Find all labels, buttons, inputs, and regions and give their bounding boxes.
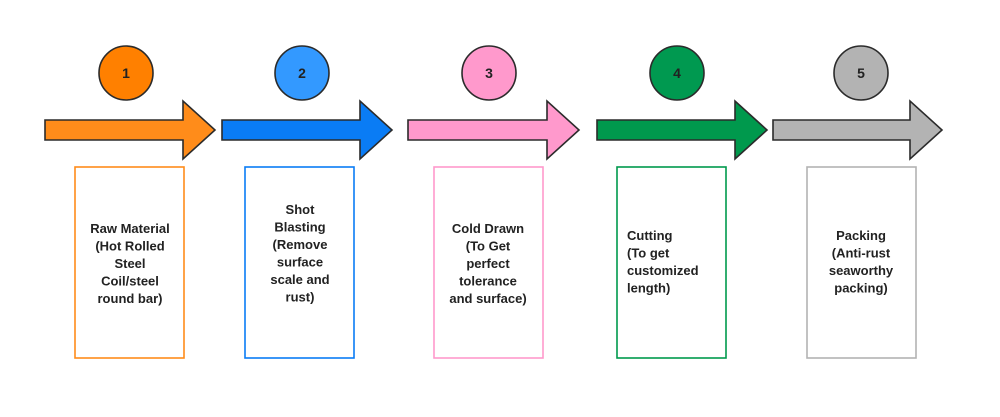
step-description-box-2 bbox=[244, 166, 355, 359]
step-description-box-3 bbox=[433, 166, 544, 359]
step-description-box-4 bbox=[616, 166, 727, 359]
step-arrow-1 bbox=[44, 99, 217, 161]
step-description-line: Cutting bbox=[627, 228, 673, 243]
step-number-circle-3 bbox=[461, 45, 517, 101]
step-description-line: tolerance bbox=[459, 274, 517, 289]
step-number-circle-1 bbox=[98, 45, 154, 101]
step-number-label: 1 bbox=[122, 65, 130, 81]
step-number-label: 3 bbox=[485, 65, 493, 81]
step-description-line: (To get bbox=[627, 246, 670, 261]
step-number-circle-4 bbox=[649, 45, 705, 101]
step-description-line: and surface) bbox=[449, 291, 526, 306]
step-number-circle-5 bbox=[833, 45, 889, 101]
step-description-line: perfect bbox=[466, 256, 510, 271]
step-description-line: (To Get bbox=[466, 239, 511, 254]
step-arrow-5 bbox=[772, 99, 944, 161]
step-description-line: customized bbox=[627, 263, 699, 278]
step-description-line: (Remove bbox=[273, 237, 328, 252]
step-description-line: packing) bbox=[834, 281, 887, 296]
step-number-label: 4 bbox=[673, 65, 681, 81]
step-arrow-2 bbox=[221, 99, 394, 161]
step-description-line: Raw Material bbox=[90, 221, 169, 236]
step-description-line: length) bbox=[627, 281, 670, 296]
step-description-box-5 bbox=[806, 166, 917, 359]
step-number-label: 5 bbox=[857, 65, 865, 81]
step-description-box-1 bbox=[74, 166, 185, 359]
step-description-line: (Hot Rolled bbox=[95, 239, 164, 254]
step-arrow-4 bbox=[596, 99, 769, 161]
step-description-line: seaworthy bbox=[829, 263, 894, 278]
step-number-circle-2 bbox=[274, 45, 330, 101]
step-description-line: round bar) bbox=[98, 291, 163, 306]
step-description-line: Blasting bbox=[274, 220, 325, 235]
step-description-line: (Anti-rust bbox=[832, 246, 891, 261]
step-description-line: Cold Drawn bbox=[452, 221, 524, 236]
step-description-line: surface bbox=[277, 255, 323, 270]
step-description-line: Coil/steel bbox=[101, 274, 159, 289]
step-description-line: Shot bbox=[286, 202, 316, 217]
step-number-label: 2 bbox=[298, 65, 306, 81]
step-description-line: Packing bbox=[836, 228, 886, 243]
step-description-line: scale and bbox=[270, 272, 329, 287]
step-description-line: rust) bbox=[286, 290, 315, 305]
step-description-line: Steel bbox=[114, 256, 145, 271]
step-arrow-3 bbox=[407, 99, 581, 161]
